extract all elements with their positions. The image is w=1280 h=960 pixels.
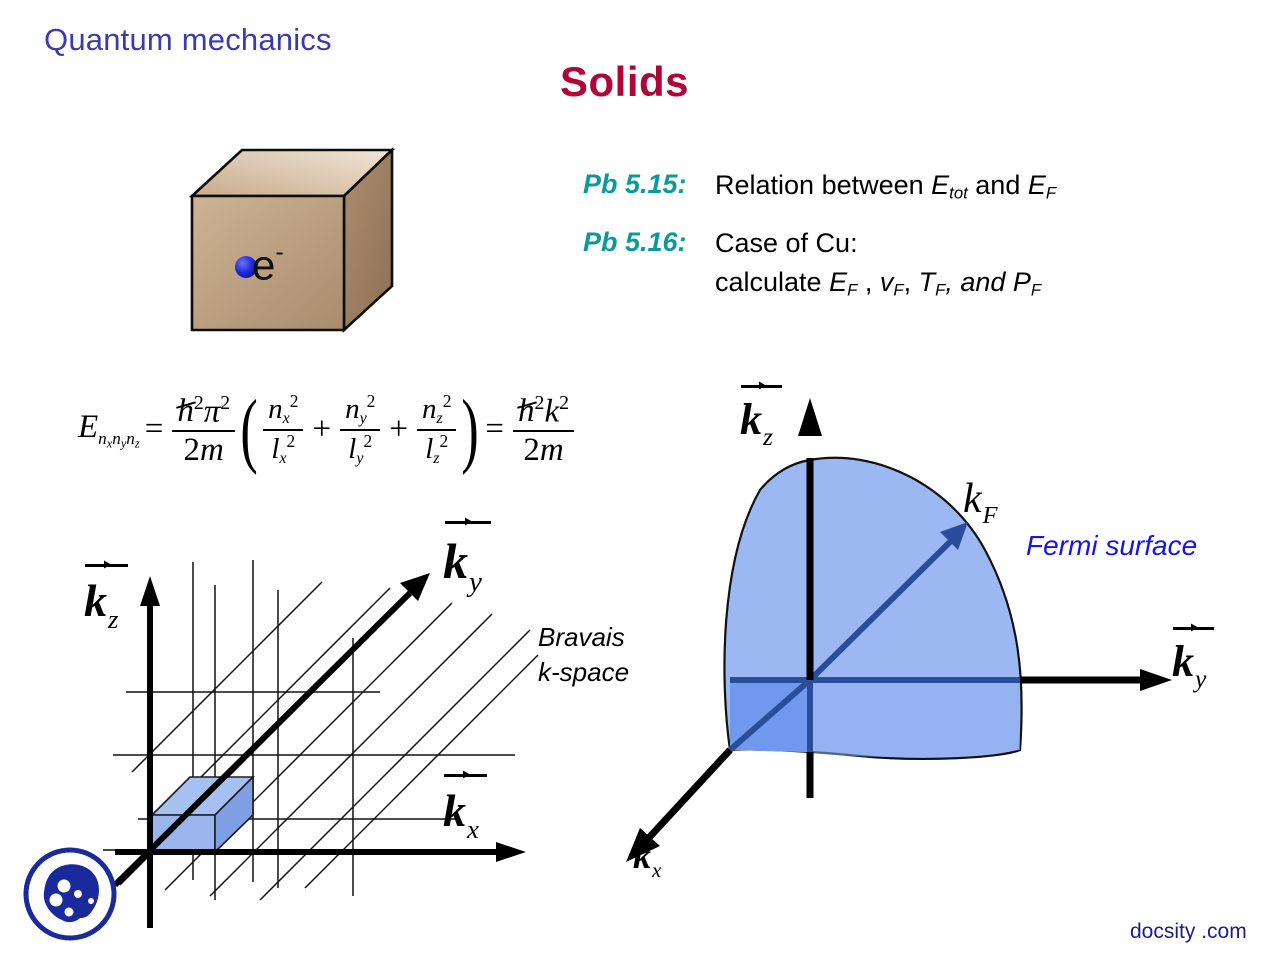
axis-ky bbox=[1020, 669, 1172, 691]
axis-subscript: y bbox=[469, 566, 482, 599]
equation-lhs: Enxnynz bbox=[78, 408, 140, 451]
symbol-P-F: PF bbox=[1012, 266, 1042, 300]
prefactor-fraction: h2π2 2m bbox=[172, 392, 236, 468]
axis-subscript: x bbox=[467, 814, 479, 844]
axis-subscript: z bbox=[108, 604, 119, 634]
axis-kx bbox=[626, 747, 733, 862]
fermi-axis-label-kz: kz bbox=[740, 384, 782, 452]
problem-text-segment: , bbox=[857, 266, 880, 297]
bravais-caption-line2: k-space bbox=[538, 656, 630, 687]
problem-row: Pb 5.16: Case of Cu: calculate EF , vF, … bbox=[583, 226, 1223, 301]
logo-blob bbox=[43, 864, 99, 923]
bravais-kspace-diagram bbox=[60, 540, 540, 940]
problem-row: Pb 5.15: Relation between Etot and EF bbox=[583, 168, 1223, 204]
kf-subscript: F bbox=[982, 501, 998, 529]
problem-list: Pb 5.15: Relation between Etot and EF Pb… bbox=[583, 168, 1223, 323]
equals-sign: = bbox=[144, 411, 164, 448]
logo-dot bbox=[64, 907, 74, 917]
logo-dot bbox=[88, 898, 94, 904]
problem-line: calculate EF , vF, TF, and PF bbox=[715, 266, 1042, 300]
axis-subscript: y bbox=[1195, 664, 1207, 694]
bravais-axis-label-kz: kz bbox=[84, 564, 128, 634]
axis-ky bbox=[112, 573, 430, 888]
problem-line: Case of Cu: bbox=[715, 228, 858, 259]
symbol-v-F: vF bbox=[879, 266, 904, 300]
fermi-axis-label-ky: ky bbox=[1172, 626, 1214, 694]
logo-dot bbox=[49, 893, 63, 907]
symbol-E-tot: Etot bbox=[931, 170, 968, 203]
kf-vector bbox=[807, 522, 968, 683]
electron-symbol: e bbox=[252, 241, 276, 289]
course-title: Quantum mechanics bbox=[44, 22, 332, 57]
term-nz: nz2 lz2 bbox=[417, 392, 457, 468]
bravais-axis-label-ky: ky bbox=[443, 521, 491, 599]
problem-text-segment: , and bbox=[945, 266, 1013, 297]
fermi-radius-label: kF bbox=[963, 478, 998, 528]
electron-label: e- bbox=[252, 238, 284, 290]
problem-statement: Relation between Etot and EF bbox=[715, 168, 1223, 204]
problem-text-segment: Relation between bbox=[715, 170, 932, 200]
bravais-axis-label-kx: kx bbox=[443, 774, 487, 844]
fermi-surface-lower-right bbox=[810, 680, 1020, 758]
problem-label: Pb 5.16: bbox=[583, 227, 687, 258]
vector-k-symbol: k bbox=[84, 564, 128, 626]
axis-subscript: z bbox=[763, 422, 773, 452]
unit-cell bbox=[150, 775, 255, 854]
term-ny: ny2 ly2 bbox=[340, 392, 381, 468]
electron-dot bbox=[235, 256, 257, 278]
vector-k-symbol: k bbox=[443, 774, 487, 836]
problem-statement: Case of Cu: calculate EF , vF, TF, and P… bbox=[715, 226, 1223, 301]
energy-equation: Enxnynz = h2π2 2m ( nx2 lx2 + ny2 ly2 + … bbox=[78, 383, 578, 477]
fermi-surface-caption: Fermi surface bbox=[1026, 530, 1198, 561]
problem-text-segment: and bbox=[967, 170, 1028, 200]
axis-kz bbox=[140, 576, 160, 928]
fermi-surface-diagram bbox=[620, 380, 1260, 900]
solid-cube-illustration: e- bbox=[180, 140, 410, 350]
electron-charge-sign: - bbox=[275, 238, 284, 266]
docsity-logo[interactable] bbox=[18, 842, 126, 947]
symbol-E-F: EF bbox=[1027, 170, 1057, 203]
term-nx: nx2 lx2 bbox=[263, 392, 304, 468]
vector-k-symbol: k bbox=[740, 384, 782, 444]
cube-face-front bbox=[190, 194, 346, 332]
bravais-caption-line1: Bravais bbox=[538, 622, 625, 652]
inner-axis-x bbox=[728, 677, 812, 753]
logo-dot bbox=[57, 879, 71, 893]
page-title: Solids bbox=[560, 58, 690, 105]
symbol-E-F: EF bbox=[829, 266, 858, 300]
plus-sign: + bbox=[389, 411, 408, 448]
problem-label: Pb 5.15: bbox=[583, 169, 687, 199]
axis-kx bbox=[115, 842, 526, 862]
right-paren: ) bbox=[461, 383, 480, 477]
problem-text-segment: , bbox=[903, 266, 919, 297]
fermi-axis-label-kx: kx bbox=[633, 838, 661, 881]
left-paren: ( bbox=[240, 383, 258, 477]
vector-k-symbol: k bbox=[1172, 626, 1214, 686]
vector-k-symbol: k bbox=[443, 521, 491, 589]
logo-dot bbox=[74, 890, 82, 898]
axis-subscript: x bbox=[652, 858, 662, 883]
plus-sign: + bbox=[312, 411, 332, 448]
rhs-fraction: h2k2 2m bbox=[513, 392, 574, 468]
axis-kz bbox=[798, 398, 822, 798]
symbol-T-F: TF bbox=[918, 266, 946, 300]
bravais-caption: Bravais k-space bbox=[538, 620, 629, 689]
vector-k-symbol: k bbox=[633, 836, 651, 876]
kf-symbol: k bbox=[963, 476, 982, 522]
footer-brand[interactable]: docsity .com bbox=[1130, 920, 1247, 943]
equals-sign: = bbox=[485, 411, 505, 448]
